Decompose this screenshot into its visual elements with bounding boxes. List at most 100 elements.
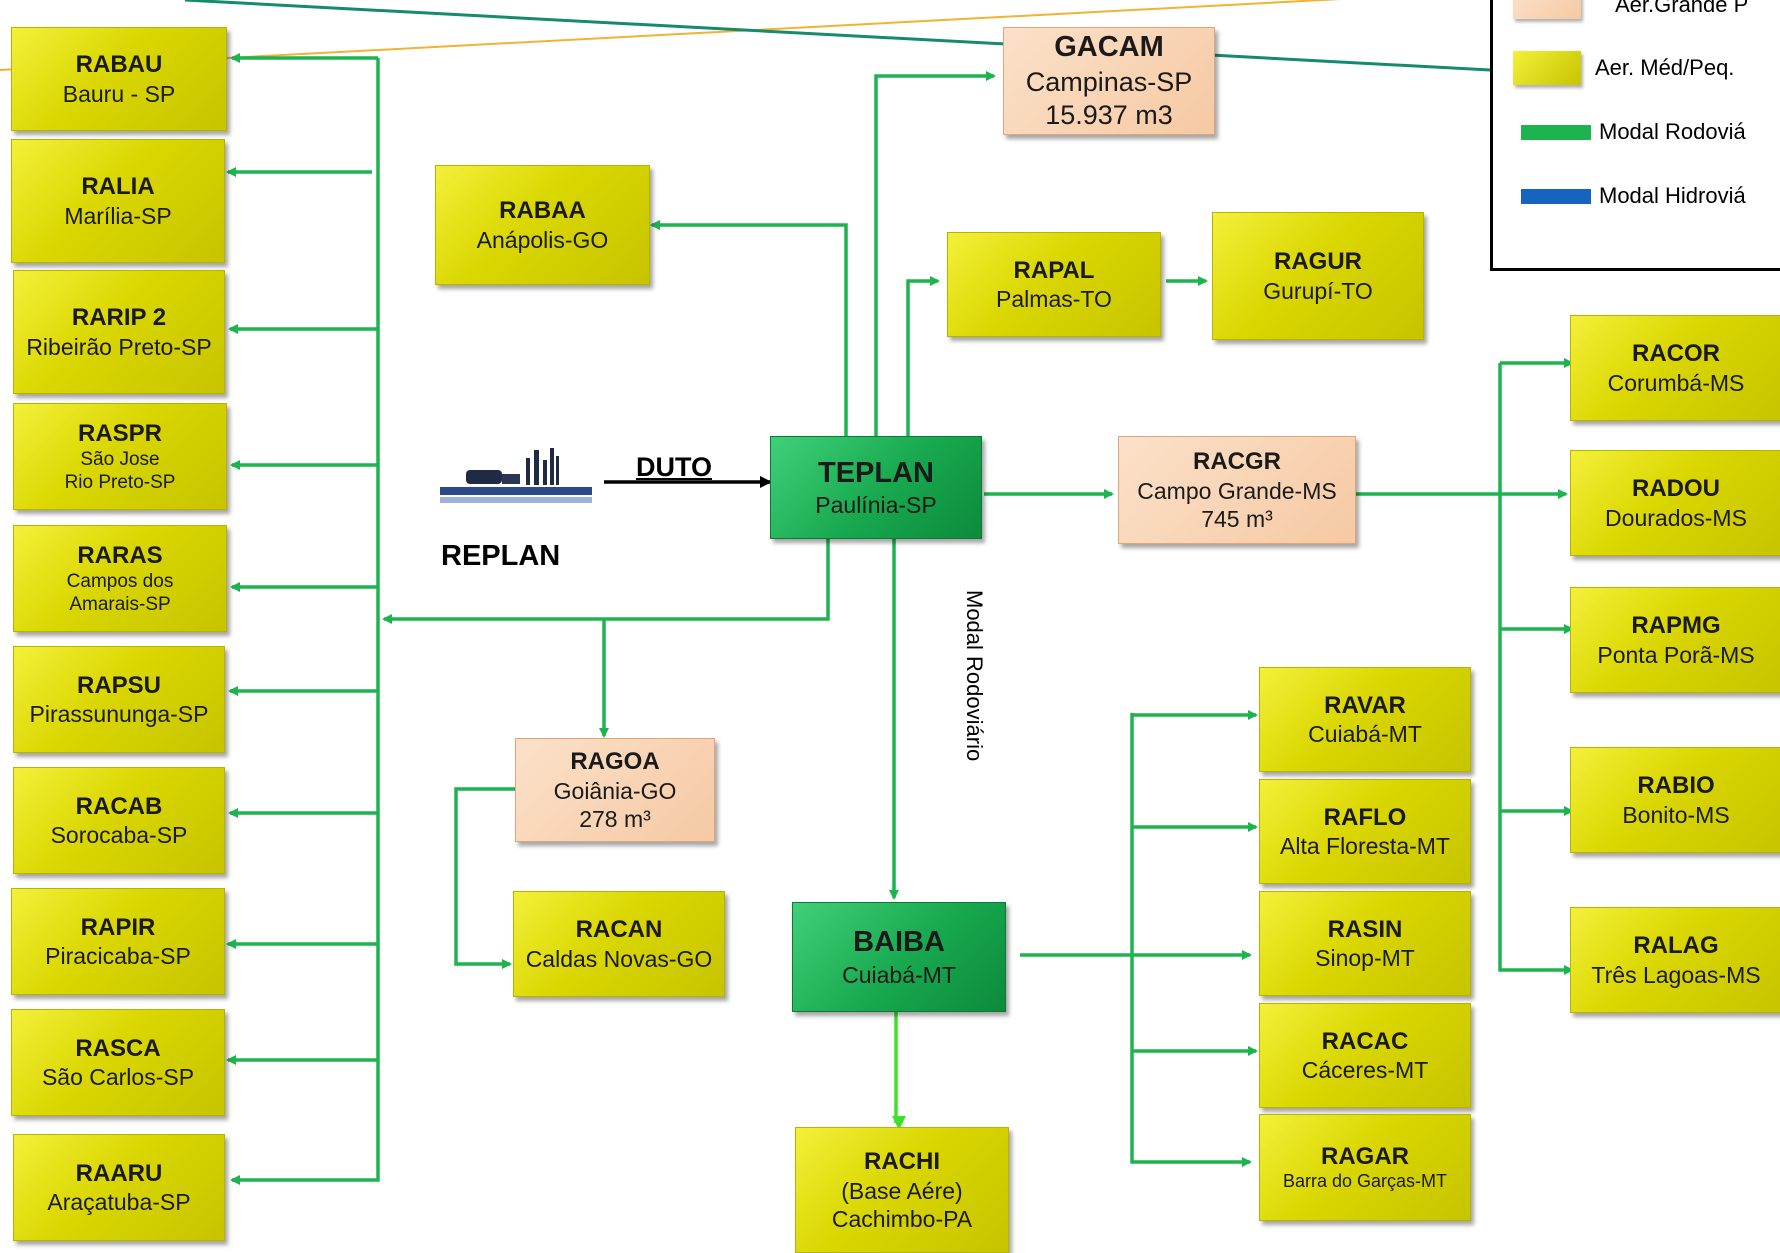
node-city: Sorocaba-SP — [50, 822, 188, 849]
node-ragur: RAGUR Gurupí-TO — [1212, 212, 1424, 340]
node-code: RABAA — [499, 197, 586, 225]
node-racan: RACAN Caldas Novas-GO — [513, 891, 725, 997]
node-code: RACAC — [1321, 1027, 1409, 1055]
node-city: Piracicaba-SP — [45, 943, 191, 970]
legend-swatch-peach — [1513, 0, 1581, 19]
arrow-teplan-to-rabaa — [650, 220, 848, 436]
node-code: RACAN — [575, 916, 663, 944]
node-raflo: RAFLO Alta Floresta-MT — [1259, 779, 1471, 884]
node-code: RABIO — [1637, 772, 1715, 800]
node-city: Campo Grande-MS — [1137, 477, 1337, 504]
legend-label-rodoviario: Modal Rodoviá — [1599, 119, 1746, 144]
arrow-ragoa-to-racan — [454, 787, 518, 969]
node-city: Cuiabá-MT — [842, 961, 956, 988]
node-raaru: RAARU Araçatuba-SP — [13, 1134, 225, 1241]
node-city-line2: Rio Preto-SP — [64, 472, 176, 494]
node-city: Alta Floresta-MT — [1280, 833, 1450, 860]
node-city: Bonito-MS — [1622, 801, 1730, 828]
node-ragar: RAGAR Barra do Garças-MT — [1259, 1114, 1471, 1221]
node-code: RAVAR — [1324, 691, 1406, 719]
node-city: São Carlos-SP — [41, 1064, 195, 1091]
legend-swatch-green-line — [1521, 124, 1591, 140]
node-code: RAPAL — [1013, 256, 1095, 284]
node-city: Ribeirão Preto-SP — [26, 333, 212, 360]
node-city: Ponta Porã-MS — [1597, 641, 1755, 668]
node-city: Bauru - SP — [62, 80, 176, 107]
arrow-teplan-to-gacam — [874, 71, 996, 436]
node-volume: 745 m³ — [1201, 505, 1273, 532]
legend: Aer.Grande P Aer. Méd/Peq. Modal Rodoviá… — [1490, 0, 1780, 271]
node-ralag: RALAG Três Lagoas-MS — [1570, 907, 1780, 1013]
node-radou: RADOU Dourados-MS — [1570, 450, 1780, 556]
node-volume: 278 m³ — [579, 805, 651, 832]
node-city-line2: Amarais-SP — [69, 594, 171, 616]
legend-label-med-peq: Aer. Méd/Peq. — [1595, 55, 1735, 80]
node-rabau: RABAU Bauru - SP — [11, 27, 227, 131]
node-city-line2: Cachimbo-PA — [831, 1205, 973, 1232]
node-rasin: RASIN Sinop-MT — [1259, 891, 1471, 996]
node-city: Cuiabá-MT — [1308, 721, 1422, 748]
node-code: TEPLAN — [818, 456, 934, 489]
baiba-trunk-line — [1130, 713, 1252, 1167]
legend-swatch-blue-line — [1521, 188, 1591, 204]
node-code: RAARU — [75, 1159, 163, 1187]
node-baiba: BAIBA Cuiabá-MT — [792, 902, 1006, 1012]
node-city: Barra do Garças-MT — [1282, 1171, 1448, 1192]
node-code: RARIP 2 — [71, 304, 167, 332]
node-code: RACAB — [75, 792, 163, 820]
node-raras: RARAS Campos dos Amarais-SP — [13, 525, 227, 632]
node-code: RAFLO — [1323, 803, 1407, 831]
racgr-trunk-line — [1498, 363, 1574, 975]
node-gacam: GACAM Campinas-SP 15.937 m3 — [1003, 27, 1215, 135]
node-city: Anápolis-GO — [476, 226, 609, 253]
node-ralia: RALIA Marília-SP — [11, 139, 225, 263]
node-code: RALIA — [81, 173, 155, 201]
node-city: Caldas Novas-GO — [525, 945, 713, 972]
node-rarip2: RARIP 2 Ribeirão Preto-SP — [13, 270, 225, 394]
node-code: RABAU — [75, 51, 163, 79]
node-rapal: RAPAL Palmas-TO — [947, 232, 1161, 337]
node-racac: RACAC Cáceres-MT — [1259, 1003, 1471, 1108]
node-code: RASCA — [75, 1034, 161, 1062]
node-rabio: RABIO Bonito-MS — [1570, 747, 1780, 853]
node-racgr: RACGR Campo Grande-MS 745 m³ — [1118, 436, 1356, 544]
arrow-teplan-to-trunk — [382, 539, 830, 624]
node-code: RARAS — [77, 541, 163, 569]
node-code: GACAM — [1054, 31, 1164, 64]
node-racor: RACOR Corumbá-MS — [1570, 315, 1780, 421]
node-racab: RACAB Sorocaba-SP — [13, 767, 225, 874]
legend-row-grande: Aer.Grande P — [1493, 0, 1748, 19]
node-code: RACHI — [864, 1148, 940, 1176]
node-code: RAGUR — [1274, 248, 1362, 276]
node-code: RAGAR — [1321, 1142, 1409, 1170]
node-teplan: TEPLAN Paulínia-SP — [770, 436, 982, 539]
node-code: RALAG — [1633, 932, 1719, 960]
left-trunk-line — [230, 58, 380, 1185]
node-city: Três Lagoas-MS — [1591, 961, 1761, 988]
legend-row-med-peq: Aer. Méd/Peq. — [1493, 51, 1734, 85]
node-city: Sinop-MT — [1315, 945, 1415, 972]
arrow-teplan-to-rapal — [906, 276, 940, 436]
node-city: Gurupí-TO — [1263, 277, 1373, 304]
node-rapmg: RAPMG Ponta Porã-MS — [1570, 587, 1780, 693]
node-city: Goiânia-GO — [553, 777, 677, 804]
node-city: Campinas-SP — [1025, 66, 1193, 97]
node-city: Corumbá-MS — [1607, 369, 1745, 396]
node-city: Araçatuba-SP — [47, 1189, 191, 1216]
modal-rodoviario-label: Modal Rodoviário — [962, 590, 987, 762]
replan-label: REPLAN — [441, 540, 561, 572]
node-code: RADOU — [1632, 475, 1720, 503]
node-city-line1: (Base Aére) — [841, 1177, 963, 1204]
node-code: RAPMG — [1631, 612, 1721, 640]
node-code: RAPSU — [76, 671, 161, 699]
node-raspr: RASPR São Jose Rio Preto-SP — [13, 403, 227, 510]
node-rapsu: RAPSU Pirassununga-SP — [13, 646, 225, 753]
node-code: BAIBA — [853, 926, 945, 959]
node-city: Cáceres-MT — [1301, 1057, 1429, 1084]
duto-label: DUTO — [636, 452, 713, 482]
node-city-line1: São Jose — [80, 448, 160, 470]
node-ravar: RAVAR Cuiabá-MT — [1259, 667, 1471, 772]
node-city: Pirassununga-SP — [29, 701, 209, 728]
node-city: Paulínia-SP — [815, 492, 937, 519]
